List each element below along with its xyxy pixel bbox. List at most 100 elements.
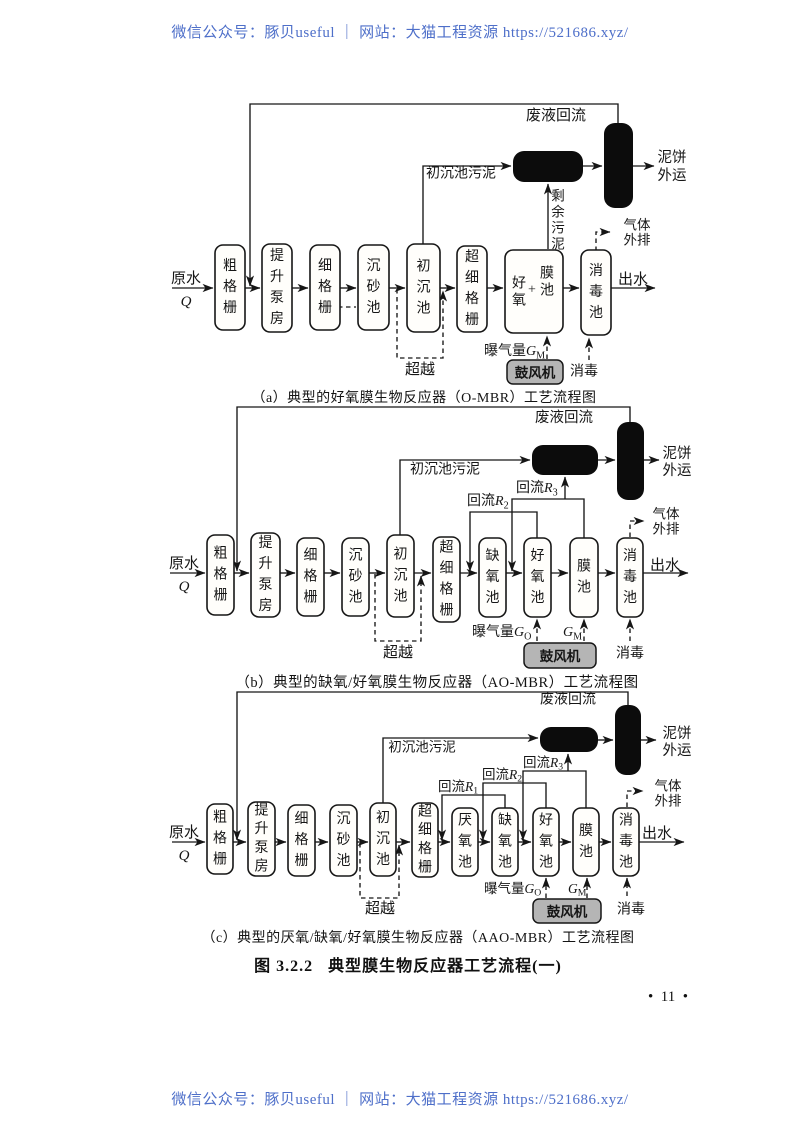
- aerobic-label: 好: [512, 276, 526, 292]
- node-label: 升: [270, 269, 284, 285]
- node-label: 格: [418, 841, 432, 857]
- node-blower: 鼓风机: [523, 642, 597, 669]
- node-label: 细: [465, 270, 479, 286]
- node-label: 粗: [223, 258, 237, 274]
- bypass-line: [374, 574, 426, 642]
- node-label: 粗: [213, 810, 227, 826]
- node-fine-screen: 细格栅: [309, 244, 341, 331]
- node-membrane-tank: 膜池: [569, 537, 599, 618]
- node-label: 沉: [337, 811, 351, 827]
- recycle-r3-label: 回流R3: [516, 480, 558, 499]
- node-membrane-tank: 膜池: [572, 807, 600, 877]
- membrane-label: 膜: [540, 266, 554, 282]
- recycle-r1-label: 回流R1: [438, 779, 478, 797]
- node-label: 细: [440, 561, 454, 577]
- node-label: 泵: [259, 578, 273, 593]
- node-grit-chamber: 沉砂池: [357, 244, 390, 331]
- caption-diagram-b: （b）典型的缺氧/好氧膜生物反应器（AO-MBR）工艺流程图: [235, 675, 639, 691]
- sludge-cake-label-2: 外运: [663, 742, 692, 759]
- node-label: 升: [259, 556, 273, 572]
- node-label: 膜: [577, 559, 591, 575]
- node-label: 格: [213, 831, 227, 847]
- node-label: 池: [367, 300, 381, 316]
- node-blower: 鼓风机: [506, 359, 564, 385]
- node-label: 泵: [255, 841, 269, 856]
- node-label: 超: [418, 804, 432, 820]
- bypass-label: 超越: [365, 900, 395, 917]
- node-sludge-thickening-box: [540, 727, 598, 752]
- node-aerobic-membrane-tank: [504, 249, 564, 334]
- node-label: 砂: [349, 569, 363, 585]
- aeration-gm-label: 曝气量GM: [484, 343, 545, 362]
- node-label: 栅: [418, 860, 432, 876]
- disinfect-label: 消毒: [570, 364, 598, 380]
- effluent-label: 出水: [650, 557, 680, 574]
- node-label: 膜: [579, 823, 593, 839]
- node-label: 泵: [270, 291, 284, 306]
- node-label: 池: [619, 855, 633, 871]
- bypass-line: [359, 843, 404, 899]
- primary-sludge-label: 初沉池污泥: [426, 165, 496, 182]
- plus-label: +: [528, 283, 536, 298]
- diagram-aao-mbr: 粗格栅提升泵房细格栅沉砂池初沉池超细格栅厌氧池缺氧池好氧池膜池消毒池鼓风机原水Q…: [169, 691, 692, 924]
- footer-watermark: 微信公众号：豚贝useful ｜ 网站：大猫工程资源 https://52168…: [171, 1092, 629, 1108]
- node-label: 氧: [458, 834, 472, 850]
- node-aerobic-tank: 好氧池: [532, 807, 560, 877]
- primary-sludge-line: [399, 455, 531, 535]
- node-label: 池: [539, 855, 553, 871]
- waste-return-line: [245, 103, 619, 287]
- node-label: 提: [270, 248, 284, 264]
- diagram-ao-mbr: 粗格栅提升泵房细格栅沉砂池初沉池超细格栅缺氧池好氧池膜池消毒池鼓风机原水Q废液回…: [169, 406, 692, 669]
- node-label: 氧: [539, 834, 553, 850]
- node-disinfection-tank: 消毒池: [612, 807, 640, 877]
- node-label: 房: [270, 311, 284, 327]
- node-label: 池: [579, 844, 593, 860]
- node-label: 格: [214, 567, 228, 583]
- node-label: 池: [577, 580, 591, 596]
- node-label: 毒: [623, 569, 637, 585]
- node-label: 粗: [214, 546, 228, 562]
- node-label: 提: [255, 803, 269, 819]
- recycle-r2-line: [465, 511, 538, 572]
- gas-discharge-label-1: 气体: [624, 218, 652, 233]
- node-label: 池: [498, 855, 512, 871]
- node-label: 厌: [458, 814, 472, 829]
- raw-water-label: 原水: [171, 270, 201, 287]
- node-anoxic-tank: 缺氧池: [478, 537, 507, 618]
- waste-return-line: [232, 691, 629, 841]
- waste-return-line: [232, 406, 631, 572]
- primary-sludge-label: 初沉池污泥: [410, 461, 480, 478]
- node-label: 沉: [376, 831, 390, 847]
- node-label: 格: [440, 582, 454, 598]
- bypass-label: 超越: [405, 361, 435, 378]
- node-primary-sedimentation-tank: 初沉池: [386, 534, 415, 618]
- node-coarse-screen: 粗格栅: [206, 534, 235, 616]
- excess-sludge-label: 剩: [551, 189, 565, 204]
- node-anoxic-tank: 缺氧池: [491, 807, 519, 877]
- node-label: 池: [623, 590, 637, 606]
- node-label: 沉: [394, 568, 408, 584]
- node-label: 鼓风机: [547, 904, 588, 920]
- recycle-r1-line: [437, 794, 506, 841]
- node-label: 氧: [531, 569, 545, 585]
- node-label: 池: [486, 590, 500, 606]
- page-number: • 11 •: [648, 989, 688, 1005]
- node-label: 消: [623, 548, 637, 564]
- node-label: 栅: [440, 603, 454, 619]
- figure-caption: 图 3.2.2 典型膜生物反应器工艺流程(一): [254, 958, 562, 975]
- excess-sludge-label: 余: [551, 204, 565, 220]
- node-label: 池: [349, 590, 363, 606]
- caption-diagram-a: （a）典型的好氧膜生物反应器（O-MBR）工艺流程图: [251, 391, 597, 406]
- node-label: 缺: [486, 548, 500, 564]
- excess-sludge-label: 污: [551, 221, 565, 236]
- node-label: 格: [304, 569, 318, 585]
- node-label: 池: [376, 852, 390, 868]
- gas-discharge-label-1: 气体: [653, 507, 681, 522]
- raw-water-q-label: Q: [179, 579, 190, 595]
- primary-sludge-line: [422, 161, 512, 244]
